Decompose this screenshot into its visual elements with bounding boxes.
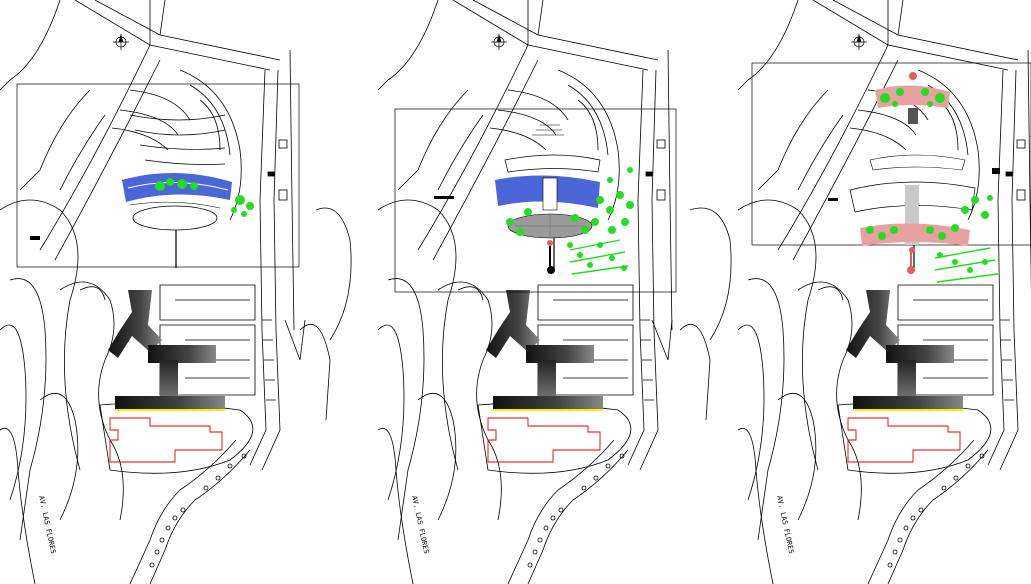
connecting-contours [284, 207, 732, 421]
proposal-overlay-2 [394, 108, 677, 293]
proposal-overlay-1 [16, 83, 300, 268]
proposal-overlay-3 [751, 62, 1031, 283]
